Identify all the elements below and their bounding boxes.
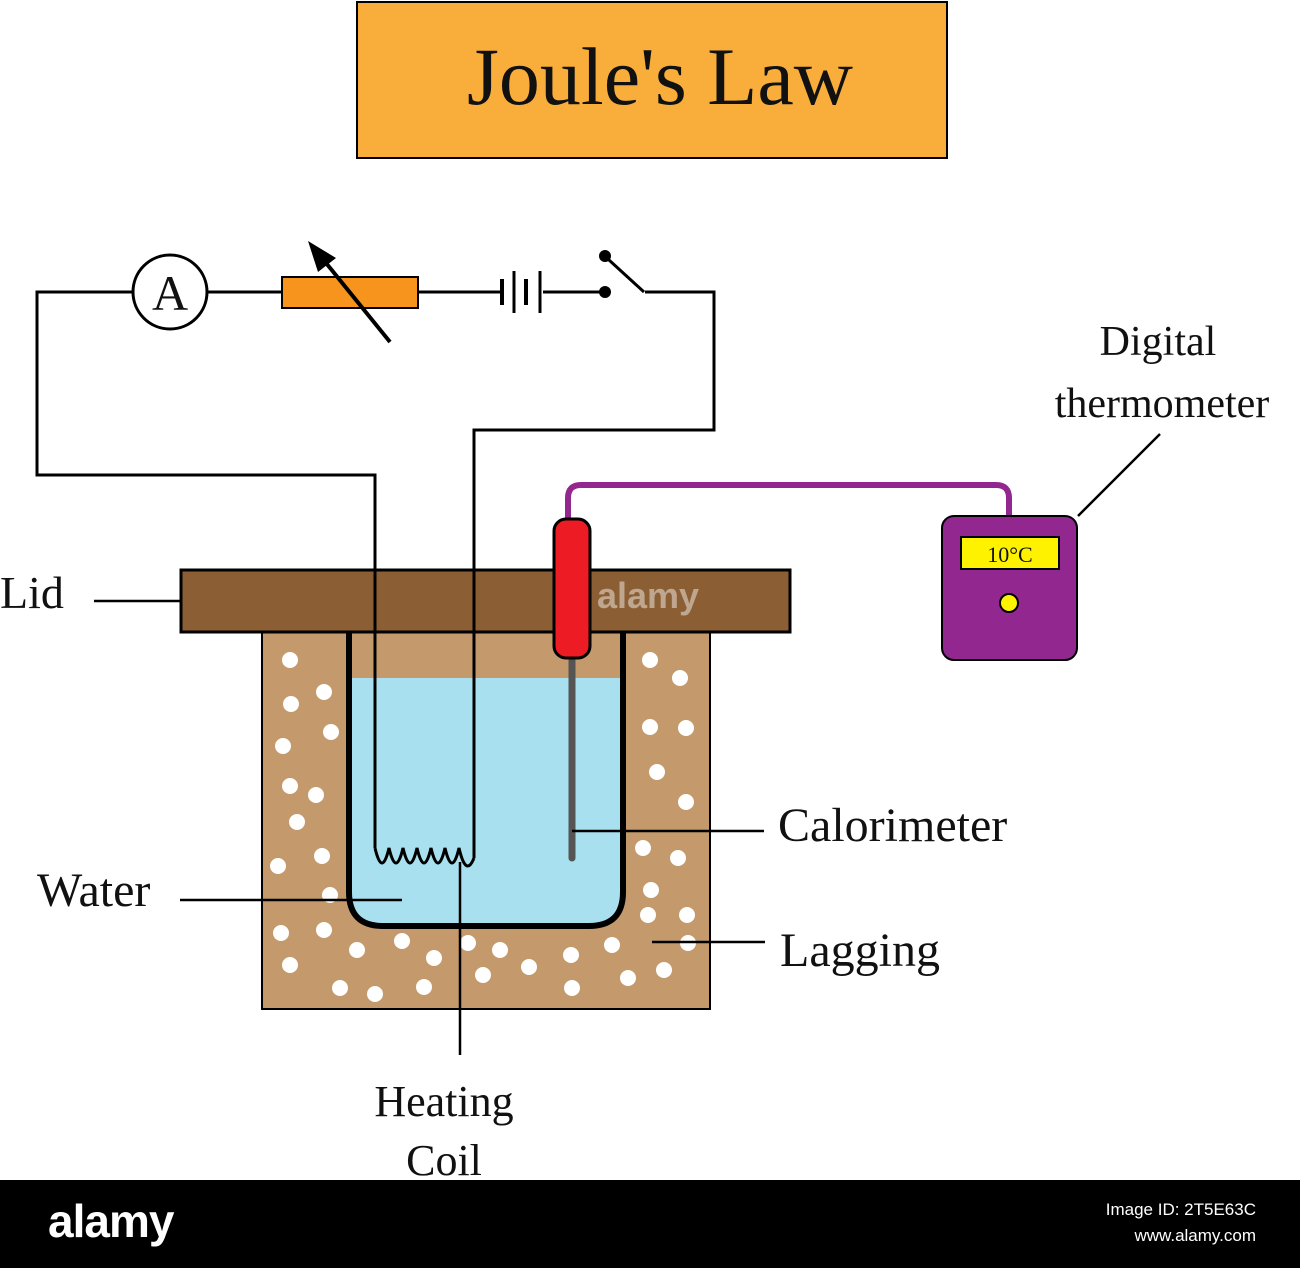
label-lid: Lid xyxy=(0,567,64,618)
page-title: Joule's Law xyxy=(467,31,853,122)
heating-coil-icon xyxy=(373,847,476,868)
footer-url: www.alamy.com xyxy=(1134,1226,1256,1245)
label-heating-coil-line2: Coil xyxy=(406,1136,482,1180)
label-digital-thermometer-line1: Digital xyxy=(1100,319,1217,365)
temperature-probe-icon xyxy=(552,517,592,862)
label-digital-thermometer-line2: thermometer xyxy=(1055,381,1270,427)
lagging-particles xyxy=(270,652,696,1002)
thermometer-cable xyxy=(565,482,1012,520)
label-water: Water xyxy=(37,864,150,917)
watermark: alamy xyxy=(597,575,699,616)
thermometer-reading: 10°C xyxy=(987,542,1032,567)
footer-image-id: Image ID: 2T5E63C xyxy=(1105,1200,1256,1219)
digital-thermometer-icon: 10°C xyxy=(941,515,1078,661)
battery-icon xyxy=(500,271,542,313)
label-calorimeter: Calorimeter xyxy=(778,799,1007,852)
ammeter-symbol: A xyxy=(152,265,188,321)
leader-lines xyxy=(94,433,1161,1055)
calorimeter-vessel xyxy=(346,632,626,929)
ammeter-icon: A xyxy=(131,253,209,331)
svg-text:alamy: alamy xyxy=(597,575,699,616)
rheostat-icon xyxy=(281,241,419,344)
heater-leads xyxy=(373,560,476,858)
footer-brand-logo: alamy xyxy=(48,1195,174,1247)
thermometer-button xyxy=(999,593,1019,613)
switch-icon xyxy=(599,250,646,298)
title-box: Joule's Law xyxy=(356,1,948,159)
footer-bar: alamy Image ID: 2T5E63C www.alamy.com xyxy=(0,1180,1300,1268)
label-heating-coil-line1: Heating xyxy=(374,1077,513,1126)
label-lagging: Lagging xyxy=(780,924,940,977)
water xyxy=(349,678,623,926)
lid xyxy=(179,568,792,634)
joules-law-diagram: Joule's Law A xyxy=(0,1,1270,1180)
thermometer-display xyxy=(960,536,1060,570)
